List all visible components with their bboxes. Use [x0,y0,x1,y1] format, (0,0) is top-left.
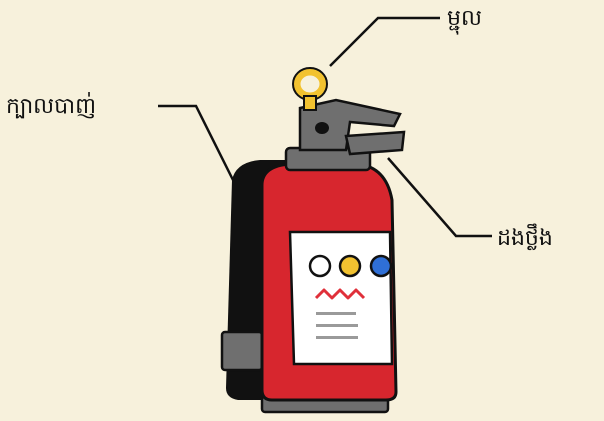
label-dot-white [310,256,330,276]
pull-pin [304,96,316,110]
wall-bracket [222,332,262,370]
label-spray-head: ក្បាលបាញ់ [6,96,96,118]
valve-hole [315,122,329,134]
label-dot-yellow [340,256,360,276]
instruction-label [290,232,392,364]
label-lever-handle: ដងថ្លឹង [497,228,553,250]
label-text-line-2 [316,324,358,327]
label-text-line-3 [316,336,358,339]
leader-line-handle [388,158,492,236]
extinguisher-lever [346,132,404,154]
leader-line-head [158,106,236,186]
pull-ring [297,72,323,96]
label-dot-blue [371,256,391,276]
leader-line-ring [330,18,440,66]
label-pull-ring: ម្ជុល [447,8,482,30]
label-text-line-1 [316,312,356,315]
